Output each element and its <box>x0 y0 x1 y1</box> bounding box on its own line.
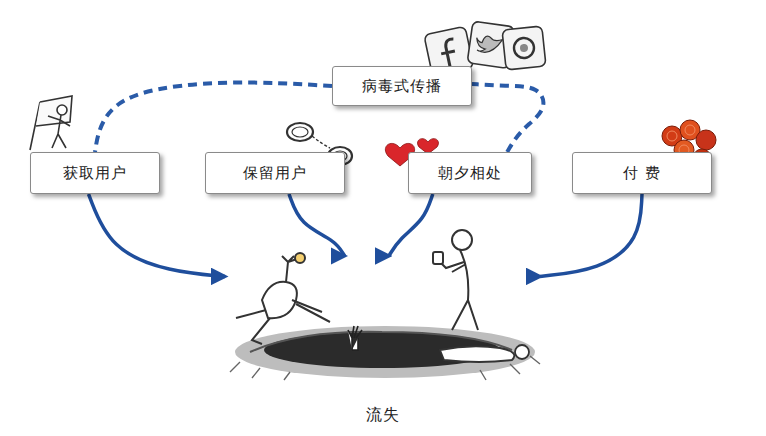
process-box: 保留用户 <box>205 152 345 194</box>
flow-arrow <box>89 194 226 276</box>
process-box: 病毒式传播 <box>332 66 472 106</box>
falling-figure <box>236 253 330 344</box>
lying-figure <box>440 345 529 362</box>
process-box: 获取用户 <box>30 152 160 194</box>
process-box: 朝夕相处 <box>408 152 532 194</box>
flow-arrow <box>289 194 345 256</box>
box-label: 朝夕相处 <box>438 164 502 183</box>
dashed-arrow <box>472 84 543 152</box>
walking-figure <box>433 230 478 330</box>
box-label: 病毒式传播 <box>362 77 442 96</box>
flag-figure <box>30 96 72 150</box>
hand <box>348 326 362 350</box>
pit-label: 流失 <box>362 405 404 426</box>
flow-arrow <box>540 194 642 276</box>
box-label: 获取用户 <box>63 164 127 183</box>
flow-arrow <box>389 194 433 256</box>
process-box: 付 费 <box>572 152 712 194</box>
dashed-arrow <box>95 83 332 152</box>
pit-figure: 流失 <box>225 256 540 426</box>
pit <box>230 326 540 380</box>
box-label: 保留用户 <box>243 164 307 183</box>
box-label: 付 费 <box>623 164 661 183</box>
